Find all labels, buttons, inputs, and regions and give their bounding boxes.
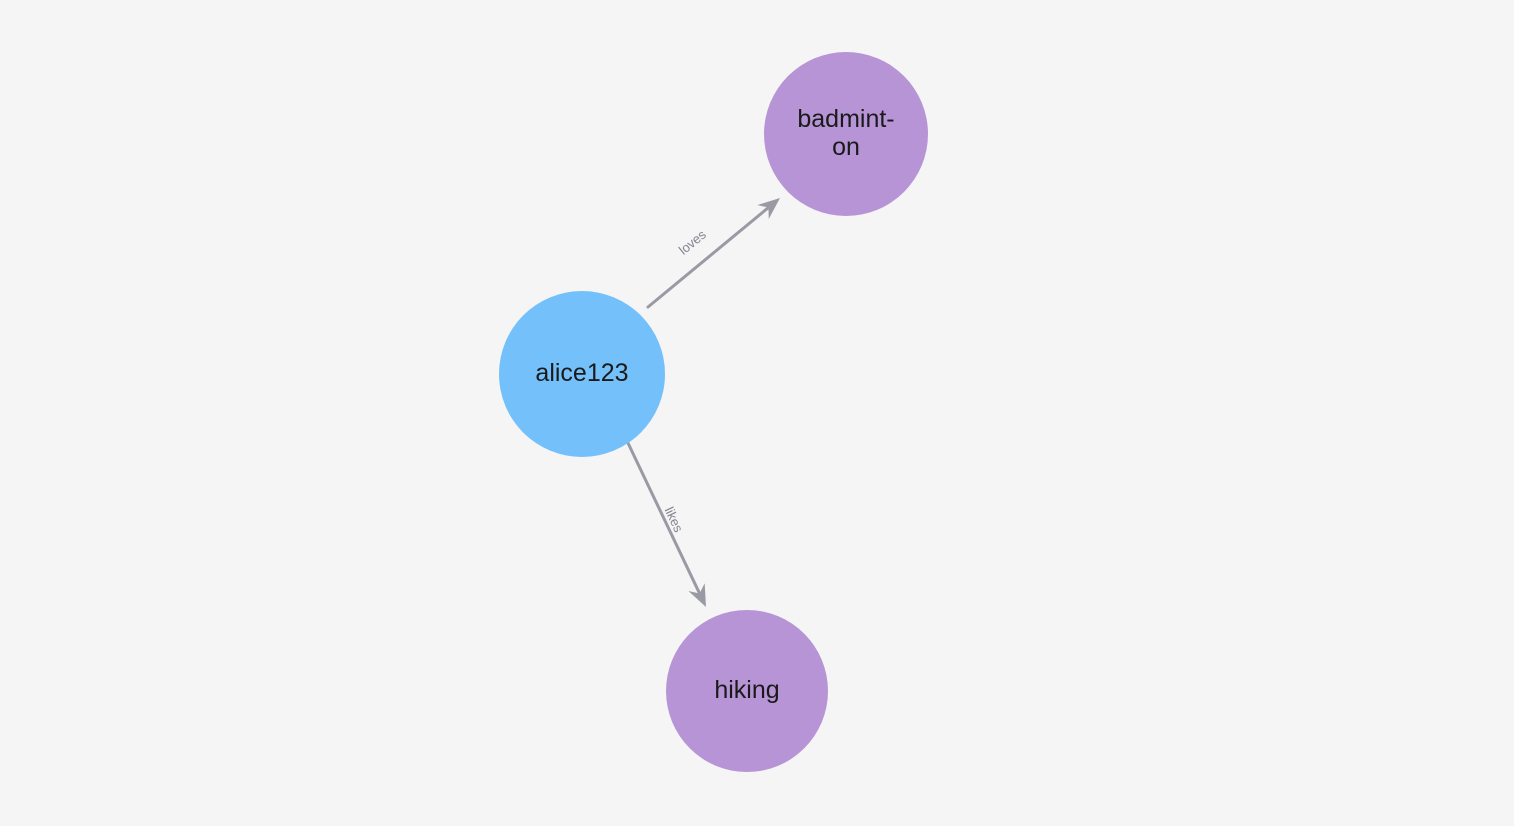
edge-loves-arrowhead (757, 198, 780, 219)
node-badminton[interactable]: badmint-on (764, 52, 928, 216)
nodes-layer: badmint-on alice123 hiking (499, 52, 928, 772)
edge-likes-line[interactable] (626, 441, 702, 595)
edge-likes[interactable]: likes (626, 441, 706, 607)
node-badminton-circle[interactable] (764, 52, 928, 216)
edge-likes-arrowhead (688, 583, 706, 607)
edge-loves[interactable]: loves (646, 198, 780, 309)
node-hiking-circle[interactable] (666, 610, 828, 772)
node-alice123[interactable]: alice123 (499, 291, 665, 457)
node-hiking[interactable]: hiking (666, 610, 828, 772)
edge-loves-label: loves (676, 226, 709, 257)
edge-loves-line[interactable] (646, 206, 770, 309)
node-alice123-circle[interactable] (499, 291, 665, 457)
